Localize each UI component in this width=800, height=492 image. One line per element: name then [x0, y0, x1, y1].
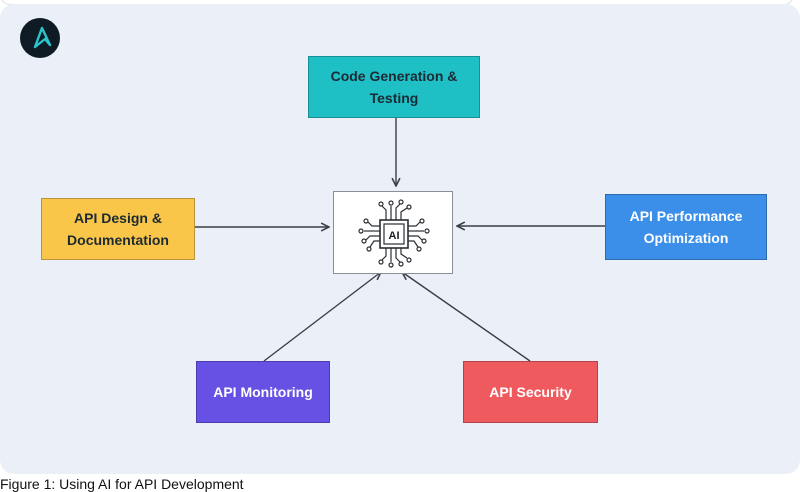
node-label: API Design &: [74, 210, 162, 226]
edge-api-monitoring-to-ai: [263, 272, 381, 362]
brand-logo-icon: [20, 18, 60, 58]
edge-api-security-to-ai: [402, 272, 531, 362]
ai-chip-icon: AI: [358, 199, 430, 268]
node-label: API Monitoring: [213, 384, 313, 400]
node-api-design: API Design & Documentation: [41, 198, 195, 260]
figure-caption: Figure 1: Using AI for API Development: [0, 476, 244, 492]
node-api-security: API Security: [463, 361, 598, 423]
node-api-performance: API Performance Optimization: [605, 194, 767, 260]
node-api-monitoring: API Monitoring: [196, 361, 330, 423]
node-label: Optimization: [643, 230, 729, 246]
node-label: Documentation: [67, 232, 169, 248]
node-label: Code Generation &: [330, 68, 458, 84]
node-label: API Security: [489, 384, 572, 400]
diagram-panel: Code Generation & Testing API Design & D…: [0, 4, 800, 474]
node-code-generation: Code Generation & Testing: [308, 56, 480, 118]
node-label: API Performance: [629, 208, 743, 224]
node-label: Testing: [369, 90, 419, 106]
connectors: [195, 118, 605, 362]
ai-label: AI: [389, 230, 400, 242]
node-ai-center: AI: [333, 191, 453, 274]
